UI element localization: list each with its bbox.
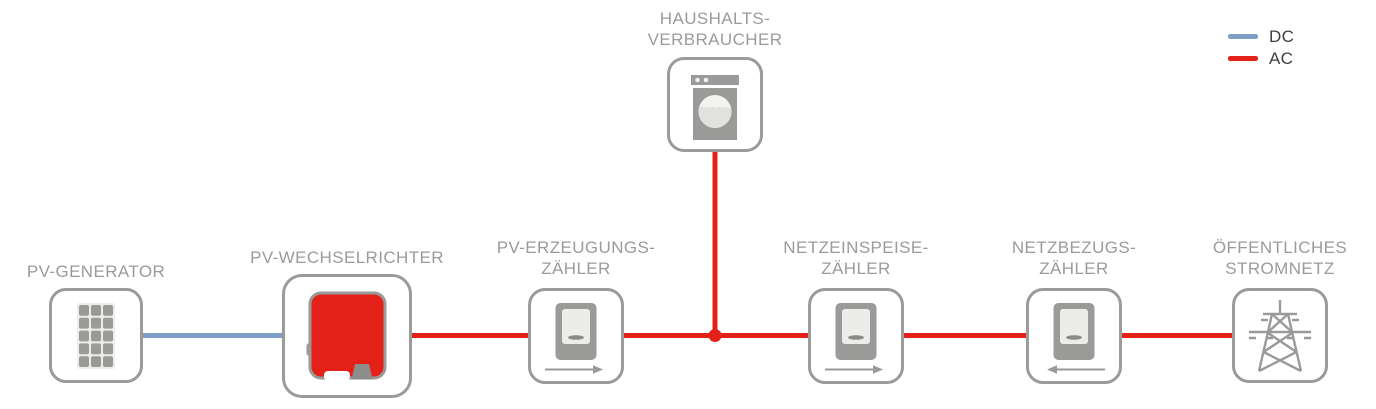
pv-wechselrichter-label: PV-WECHSELRICHTER	[250, 247, 444, 268]
energy-meter-left-icon	[1047, 303, 1105, 374]
pv-erzeugungszaehler-box	[528, 288, 624, 384]
netzeinspeisezaehler-box	[808, 288, 904, 384]
ac-line-swatch	[1228, 56, 1258, 61]
legend-dc-label: DC	[1269, 27, 1295, 46]
netzbezugszaehler-label-line2: ZÄHLER	[1039, 259, 1109, 278]
pv-generator-box	[49, 288, 143, 383]
haushaltsverbraucher-label: HAUSHALTS- VERBRAUCHER	[648, 8, 783, 50]
legend-dc-row: DC	[1228, 28, 1294, 45]
solar-panel-icon	[77, 303, 115, 369]
haushaltsverbraucher-box	[667, 57, 763, 152]
oeffentliches-stromnetz-label-line1: ÖFFENTLICHES	[1212, 238, 1348, 257]
washing-machine-icon	[691, 75, 739, 140]
netzeinspeisezaehler-label: NETZEINSPEISE- ZÄHLER	[783, 237, 928, 279]
oeffentliches-stromnetz-box	[1232, 288, 1328, 383]
pv-erzeugungszaehler-label-line2: ZÄHLER	[541, 259, 611, 278]
pv-generator-label: PV-GENERATOR	[27, 261, 165, 282]
netzbezugszaehler-label-line1: NETZBEZUGS-	[1011, 238, 1137, 257]
power-grid-tower-icon	[1249, 300, 1311, 373]
energy-meter-right-icon	[545, 303, 603, 374]
pv-erzeugungszaehler-label-line1: PV-ERZEUGUNGS-	[496, 238, 656, 257]
netzbezugszaehler-label: NETZBEZUGS- ZÄHLER	[1012, 237, 1136, 279]
legend: DC AC	[1228, 28, 1294, 72]
pv-wechselrichter-box	[282, 274, 412, 398]
haushaltsverbraucher-label-line2: VERBRAUCHER	[647, 30, 783, 49]
oeffentliches-stromnetz-label-line2: STROMNETZ	[1225, 259, 1335, 278]
legend-ac-row: AC	[1228, 50, 1294, 67]
netzbezugszaehler-box	[1026, 288, 1122, 384]
pv-erzeugungszaehler-label: PV-ERZEUGUNGS- ZÄHLER	[497, 237, 656, 279]
haushaltsverbraucher-label-line1: HAUSHALTS-	[659, 9, 771, 28]
inverter-icon	[306, 291, 387, 381]
dc-line-swatch	[1228, 34, 1258, 39]
junction-dot	[708, 329, 722, 342]
pv-wechselrichter-label-text: PV-WECHSELRICHTER	[250, 248, 444, 267]
energy-meter-right-icon	[825, 303, 883, 374]
pv-generator-label-text: PV-GENERATOR	[26, 262, 166, 281]
netzeinspeisezaehler-label-line2: ZÄHLER	[821, 259, 891, 278]
oeffentliches-stromnetz-label: ÖFFENTLICHES STROMNETZ	[1213, 237, 1347, 279]
legend-ac-label: AC	[1269, 49, 1294, 68]
netzeinspeisezaehler-label-line1: NETZEINSPEISE-	[783, 238, 929, 257]
